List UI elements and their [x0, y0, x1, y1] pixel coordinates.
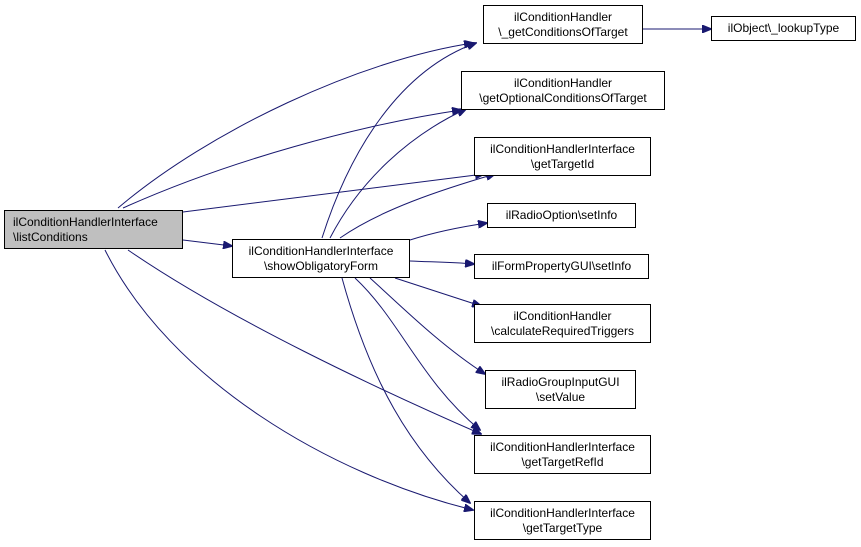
- edge-showobligatory-gettargetid: [339, 174, 495, 239]
- node-gettargetid-line2: \getTargetId: [530, 156, 595, 171]
- node-getoptionalconditions-line1: ilConditionHandler: [513, 75, 613, 90]
- node-radiogroupsetvalue[interactable]: ilRadioGroupInputGUI \setValue: [485, 370, 636, 409]
- node-gettargetrefid-line2: \getTargetRefId: [521, 454, 604, 469]
- node-getoptionalconditions-line2: \getOptionalConditionsOfTarget: [479, 90, 647, 105]
- node-gettargettype-line1: ilConditionHandlerInterface: [490, 505, 635, 520]
- node-formpropertysetinfo[interactable]: ilFormPropertyGUI\setInfo: [474, 254, 649, 279]
- node-gettargetrefid-line1: ilConditionHandlerInterface: [490, 439, 635, 454]
- node-formpropertysetinfo-line1: ilFormPropertyGUI\setInfo: [491, 259, 632, 273]
- node-radiooptionsetinfo-line1: ilRadioOption\setInfo: [505, 208, 618, 222]
- edge-listconditions-getoptionalconditions: [122, 110, 461, 209]
- node-getconditionsoftarget-line2: \_getConditionsOfTarget: [498, 24, 628, 39]
- node-showobligatoryform-line2: \showObligatoryForm: [263, 258, 379, 273]
- node-listconditions: ilConditionHandlerInterface \listConditi…: [4, 210, 183, 249]
- node-calcrequiredtriggers-line1: ilConditionHandler: [513, 308, 612, 323]
- edge-listconditions-gettargettype: [104, 249, 473, 510]
- node-getconditionsoftarget-line1: ilConditionHandler: [513, 9, 613, 24]
- edge-showobligatory-radiooptionsetinfo: [409, 223, 487, 241]
- node-listconditions-line2: \listConditions: [13, 229, 88, 244]
- node-gettargetid[interactable]: ilConditionHandlerInterface \getTargetId: [474, 137, 651, 176]
- node-getoptionalconditions[interactable]: ilConditionHandler \getOptionalCondition…: [461, 71, 665, 110]
- node-gettargettype[interactable]: ilConditionHandlerInterface \getTargetTy…: [474, 501, 651, 540]
- edge-showobligatory-radiogroupsetvalue: [369, 277, 485, 374]
- edge-listconditions-showobligatoryform: [182, 239, 232, 246]
- edge-showobligatory-getconditionsoftarget: [321, 43, 476, 239]
- node-gettargetid-line1: ilConditionHandlerInterface: [490, 141, 635, 156]
- edge-showobligatory-formpropertysetinfo: [409, 261, 474, 264]
- node-showobligatoryform[interactable]: ilConditionHandlerInterface \showObligat…: [232, 239, 410, 278]
- edge-showobligatory-getoptionalconditions: [329, 109, 466, 239]
- node-radiooptionsetinfo[interactable]: ilRadioOption\setInfo: [487, 203, 636, 228]
- node-getconditionsoftarget[interactable]: ilConditionHandler \_getConditionsOfTarg…: [483, 5, 643, 44]
- node-calcrequiredtriggers-line2: \calculateRequiredTriggers: [491, 323, 634, 338]
- node-calcrequiredtriggers[interactable]: ilConditionHandler \calculateRequiredTri…: [474, 304, 651, 343]
- node-gettargetrefid[interactable]: ilConditionHandlerInterface \getTargetRe…: [474, 435, 651, 474]
- node-radiogroupsetvalue-line2: \setValue: [535, 389, 586, 404]
- node-lookuptype-line1: ilObject\_lookupType: [727, 21, 840, 35]
- edge-listconditions-getconditionsoftarget: [117, 43, 473, 209]
- node-radiogroupsetvalue-line1: ilRadioGroupInputGUI: [501, 374, 620, 389]
- edge-showobligatory-calcrequiredtriggers: [394, 277, 481, 306]
- edge-showobligatory-gettargettype: [341, 277, 470, 503]
- edge-listconditions-gettargetrefid: [127, 249, 481, 434]
- node-lookuptype[interactable]: ilObject\_lookupType: [711, 16, 856, 41]
- node-showobligatoryform-line1: ilConditionHandlerInterface: [248, 243, 394, 258]
- edge-showobligatory-gettargetrefid: [354, 277, 480, 430]
- node-gettargettype-line2: \getTargetType: [522, 520, 603, 535]
- node-listconditions-line1: ilConditionHandlerInterface: [13, 214, 158, 229]
